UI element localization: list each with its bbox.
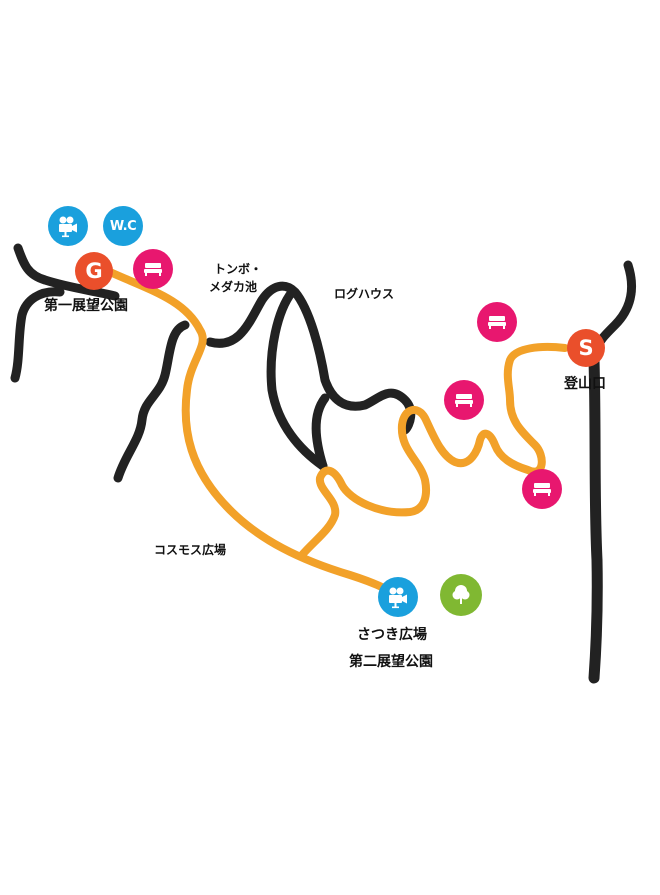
tonbo-pond-label-line1: トンボ・ [214,262,263,276]
trail-route-main [106,268,404,601]
goal-marker: G [75,252,113,290]
first-observatory-label: 第一展望公園 [44,298,128,314]
road-mid-left [113,320,190,483]
trailhead-label: 登山口 [564,376,606,392]
log-house-label: ログハウス [334,287,395,301]
tonbo-pond-label-line2: メダカ池 [209,280,258,294]
cosmos-square-label: コスモス広場 [154,543,227,557]
road-left-bottom [10,287,65,383]
bench-icon-middle [444,380,484,420]
satsuki-square-label: さつき広場 [357,627,427,643]
video-camera-icon-second [378,577,418,617]
bench-icon-upper-right [477,302,517,342]
bench-icon-lower-right [522,469,562,509]
road-upper-loop [205,281,416,435]
start-marker: S [567,329,605,367]
second-observatory-label: 第二展望公園 [349,654,433,670]
wc-icon: W.C [103,206,143,246]
trail-route-switchback [298,342,569,559]
video-camera-icon-goal [48,206,88,246]
road-inner-branch [311,393,330,471]
tree-icon [440,574,482,616]
road-inner-loop [266,287,328,471]
video-camera-glyph [59,216,77,238]
road-right-vertical [588,354,603,684]
road-left-top [13,243,120,301]
bench-icon-goal [133,249,173,289]
